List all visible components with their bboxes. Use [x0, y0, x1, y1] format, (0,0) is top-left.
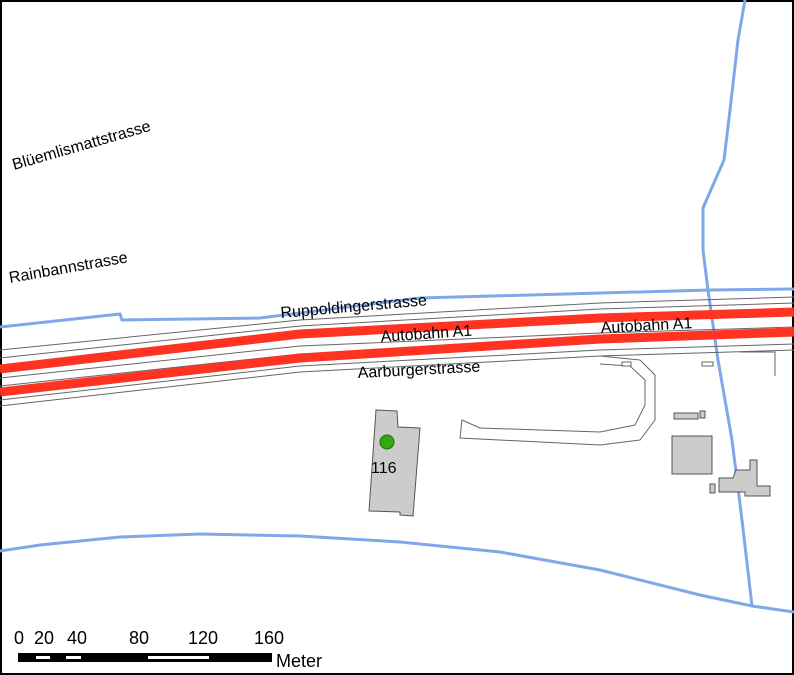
stream-east [701, 0, 754, 607]
scale-tick-40: 40 [67, 628, 87, 648]
building-square [671, 435, 713, 475]
point-label: 116 [371, 460, 397, 477]
label-aarburgerstrasse: Aarburgerstrasse [357, 359, 481, 382]
road-outline-5 [0, 343, 794, 401]
highway-a1-north [0, 307, 794, 374]
scale-unit: Meter [276, 651, 322, 671]
scale-tick-80: 80 [129, 628, 149, 648]
building-main [368, 409, 421, 517]
scale-bar-white-1 [36, 656, 50, 659]
building-small-2 [699, 410, 706, 419]
label-autobahn-a1-east: Autobahn A1 [600, 315, 693, 337]
label-autobahn-a1-west: Autobahn A1 [380, 323, 473, 346]
road-marker-2 [701, 361, 714, 367]
scale-bar-frame [18, 653, 272, 662]
road-outline-6 [0, 349, 794, 407]
side-road [740, 351, 776, 376]
road-marker-1 [621, 361, 632, 367]
scale-bar-white-3 [148, 656, 209, 659]
road-outline-2 [0, 302, 794, 359]
scale-tick-20: 20 [34, 628, 54, 648]
highway-a1-south [0, 327, 794, 397]
stream-north [0, 287, 794, 329]
building-complex [718, 459, 771, 497]
scale-tick-120: 120 [188, 628, 218, 648]
scale-bar-white-2 [66, 656, 81, 659]
scale-tick-160: 160 [254, 628, 284, 648]
access-road [459, 355, 656, 446]
road-outline-3 [0, 326, 794, 379]
scale-tick-0: 0 [14, 628, 24, 648]
building-small-3 [709, 483, 716, 494]
point-marker[interactable] [379, 434, 395, 450]
building-small-1 [673, 412, 699, 420]
scale-bar: 0 20 40 80 120 160 Meter [14, 628, 322, 671]
road-outline-1 [0, 296, 794, 351]
stream-south [0, 532, 794, 614]
